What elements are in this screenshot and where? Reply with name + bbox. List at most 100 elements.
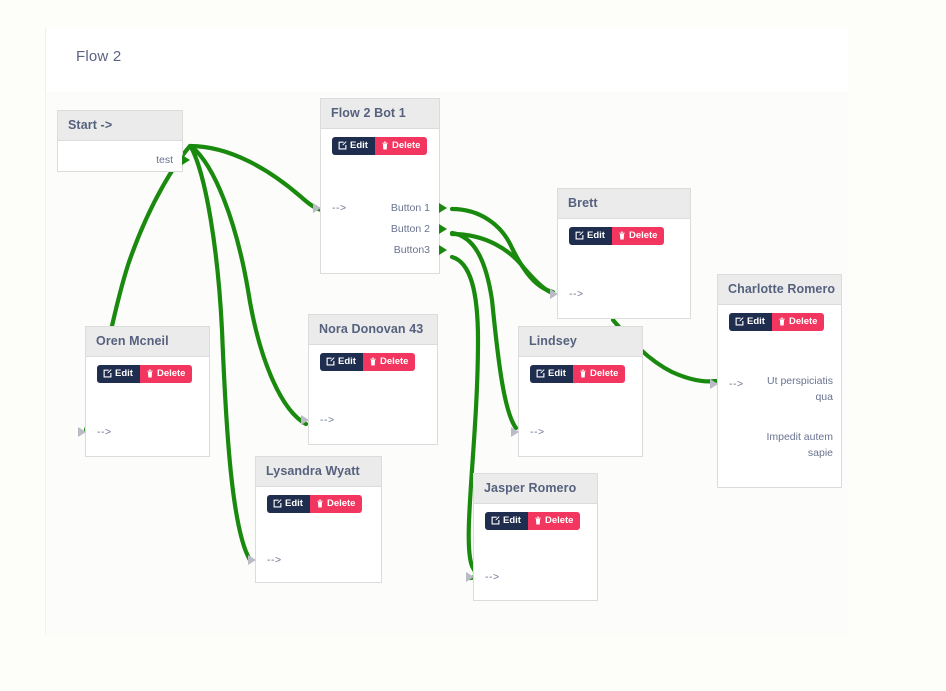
- port-out-button-3[interactable]: Button3: [321, 239, 447, 260]
- pencil-icon: [536, 369, 545, 378]
- arrow-left-icon: [550, 288, 558, 299]
- node-charlotte-text-block-1: Ut perspiciatis qua: [767, 375, 833, 403]
- arrow-left-icon: [248, 554, 256, 565]
- node-lysandra-wyatt[interactable]: Lysandra Wyatt Edit Delete: [248, 456, 382, 583]
- delete-button-label: Delete: [589, 368, 619, 379]
- port-in-oren-label: -->: [97, 425, 112, 438]
- arrow-left-icon: [466, 571, 474, 582]
- delete-button[interactable]: Delete: [362, 353, 416, 371]
- pencil-icon: [326, 357, 335, 366]
- node-nora-donovan-body: Edit Delete -->: [301, 345, 437, 442]
- node-flow2bot1-out-ports: Button 1 Button 2 Button3: [321, 197, 447, 260]
- edit-button-label: Edit: [115, 368, 133, 379]
- port-in-lysandra-label: -->: [267, 553, 282, 566]
- node-nora-donovan-ports: -->: [301, 409, 437, 430]
- node-oren-mcneil[interactable]: Oren Mcneil Edit Delete: [78, 326, 210, 457]
- trash-icon: [580, 369, 586, 378]
- delete-button-label: Delete: [788, 316, 818, 327]
- node-charlotte-romero-ports: -->: [710, 373, 841, 394]
- delete-button-label: Delete: [391, 140, 421, 151]
- edit-button-label: Edit: [338, 356, 356, 367]
- port-in-charlotte-label: -->: [729, 377, 744, 390]
- node-lindsey-ports: -->: [511, 421, 642, 442]
- delete-button-label: Delete: [156, 368, 186, 379]
- edit-button[interactable]: Edit: [267, 495, 310, 513]
- node-lindsey-actions: Edit Delete: [519, 357, 642, 383]
- node-brett-body: Edit Delete -->: [550, 219, 690, 316]
- delete-button-label: Delete: [544, 515, 574, 526]
- port-in-charlotte[interactable]: -->: [710, 373, 841, 394]
- node-oren-mcneil-body: Edit Delete -->: [78, 357, 209, 454]
- port-in-flow2bot1-label: -->: [332, 201, 347, 214]
- delete-button[interactable]: Delete: [611, 227, 665, 245]
- port-in-lysandra[interactable]: -->: [248, 549, 381, 570]
- port-out-test[interactable]: test: [58, 149, 190, 170]
- node-nora-donovan[interactable]: Nora Donovan 43 Edit Delete: [301, 314, 438, 445]
- delete-button[interactable]: Delete: [771, 313, 825, 331]
- port-in-jasper-label: -->: [485, 570, 500, 583]
- node-lysandra-wyatt-ports: -->: [248, 549, 381, 570]
- node-jasper-romero[interactable]: Jasper Romero Edit Delete: [466, 473, 598, 601]
- delete-button-label: Delete: [379, 356, 409, 367]
- node-lysandra-wyatt-body: Edit Delete -->: [248, 487, 381, 580]
- node-charlotte-romero-title: Charlotte Romero: [718, 275, 841, 305]
- port-out-button-3-label: Button3: [393, 243, 430, 256]
- edit-button[interactable]: Edit: [332, 137, 375, 155]
- port-in-lindsey-label: -->: [530, 425, 545, 438]
- node-oren-mcneil-actions: Edit Delete: [86, 357, 209, 383]
- node-lindsey-body: Edit Delete -->: [511, 357, 642, 454]
- delete-button[interactable]: Delete: [309, 495, 363, 513]
- node-start-ports: test: [58, 149, 190, 170]
- node-charlotte-romero-actions: Edit Delete: [718, 305, 841, 331]
- port-in-brett[interactable]: -->: [550, 283, 690, 304]
- node-lindsey-title: Lindsey: [519, 327, 642, 357]
- node-flow2bot1[interactable]: Flow 2 Bot 1 Edit Delete: [313, 98, 447, 274]
- node-lysandra-wyatt-actions: Edit Delete: [256, 487, 381, 513]
- port-out-button-2[interactable]: Button 2: [321, 218, 447, 239]
- trash-icon: [317, 499, 323, 508]
- delete-button[interactable]: Delete: [572, 365, 626, 383]
- edit-button[interactable]: Edit: [485, 512, 528, 530]
- trash-icon: [370, 357, 376, 366]
- node-charlotte-romero[interactable]: Charlotte Romero Edit Delete: [710, 274, 842, 488]
- port-in-flow2bot1[interactable]: -->: [313, 197, 439, 218]
- edit-button[interactable]: Edit: [569, 227, 612, 245]
- node-brett-ports: -->: [550, 283, 690, 304]
- delete-button-label: Delete: [628, 230, 658, 241]
- port-out-button-1[interactable]: Button 1: [321, 197, 447, 218]
- arrow-left-icon: [301, 414, 309, 425]
- edit-button-label: Edit: [285, 498, 303, 509]
- node-lindsey[interactable]: Lindsey Edit Delete: [511, 326, 643, 457]
- pencil-icon: [491, 516, 500, 525]
- arrow-right-icon: [182, 154, 190, 165]
- edit-button[interactable]: Edit: [729, 313, 772, 331]
- port-in-nora[interactable]: -->: [301, 409, 437, 430]
- arrow-left-icon: [710, 378, 718, 389]
- port-in-lindsey[interactable]: -->: [511, 421, 642, 442]
- trash-icon: [382, 141, 388, 150]
- header-card: Flow 2: [45, 28, 848, 92]
- arrow-left-icon: [313, 202, 321, 213]
- port-out-test-label: test: [156, 153, 173, 166]
- delete-button[interactable]: Delete: [374, 137, 428, 155]
- delete-button[interactable]: Delete: [527, 512, 581, 530]
- edit-button[interactable]: Edit: [320, 353, 363, 371]
- edit-button[interactable]: Edit: [97, 365, 140, 383]
- port-in-jasper[interactable]: -->: [466, 566, 597, 587]
- node-flow2bot1-title: Flow 2 Bot 1: [321, 99, 439, 129]
- delete-button[interactable]: Delete: [139, 365, 193, 383]
- edit-button-label: Edit: [350, 140, 368, 151]
- node-charlotte-romero-body: Edit Delete --> Ut perspiciatis qua Impe…: [710, 305, 841, 485]
- node-jasper-romero-actions: Edit Delete: [474, 504, 597, 530]
- port-in-nora-label: -->: [320, 413, 335, 426]
- node-brett[interactable]: Brett Edit Delete: [550, 188, 691, 319]
- edit-button-label: Edit: [503, 515, 521, 526]
- trash-icon: [779, 317, 785, 326]
- edit-button[interactable]: Edit: [530, 365, 573, 383]
- node-flow2bot1-ports: -->: [313, 197, 439, 218]
- node-oren-mcneil-ports: -->: [78, 421, 209, 442]
- node-charlotte-text-block-2: Impedit autem sapie: [766, 431, 833, 459]
- port-in-oren[interactable]: -->: [78, 421, 209, 442]
- node-start[interactable]: Start -> test: [57, 110, 190, 172]
